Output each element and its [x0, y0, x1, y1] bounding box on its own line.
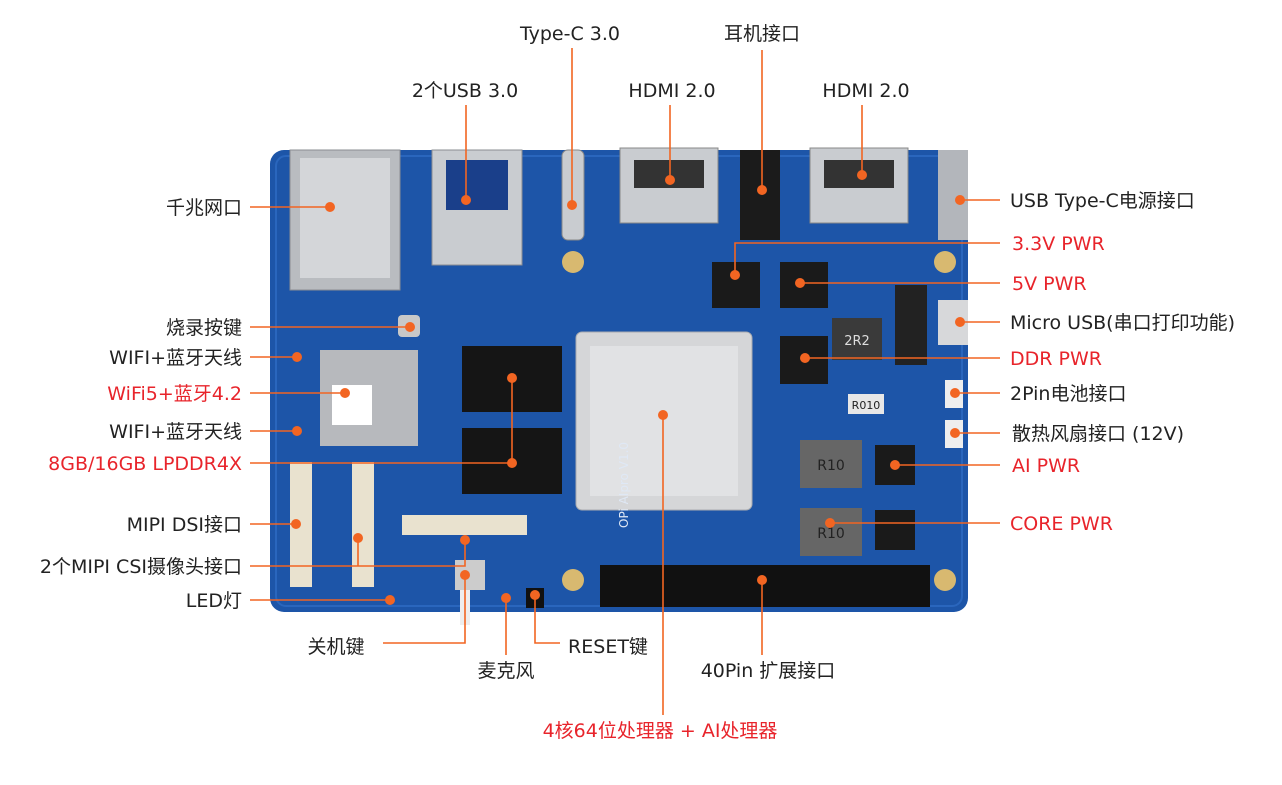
- label-antenna-1: WIFI+蓝牙天线: [109, 347, 242, 369]
- label-fan: 散热风扇接口 (12V): [1012, 423, 1184, 445]
- label-mipi-csi: 2个MIPI CSI摄像头接口: [40, 556, 242, 578]
- label-hdmi-2: HDMI 2.0: [822, 80, 909, 102]
- label-wifi-bt: WiFi5+蓝牙4.2: [107, 383, 242, 405]
- label-hdmi-1: HDMI 2.0: [628, 80, 715, 102]
- labels-left: 千兆网口 烧录按键 WIFI+蓝牙天线 WiFi5+蓝牙4.2 WIFI+蓝牙天…: [40, 197, 242, 612]
- inductor-label: R10: [817, 526, 845, 542]
- gpio-40pin-header: [600, 565, 930, 607]
- board-name-silkscreen: OPi AIpro V1.0: [617, 442, 631, 528]
- labels-bottom: 关机键 麦克风 RESET键 40Pin 扩展接口 4核64位处理器 + AI处…: [307, 636, 835, 742]
- mipi-dsi-connector: [290, 462, 312, 587]
- label-gpio40: 40Pin 扩展接口: [701, 660, 836, 682]
- label-ethernet: 千兆网口: [166, 197, 242, 219]
- label-lpddr: 8GB/16GB LPDDR4X: [48, 453, 242, 475]
- label-power-key: 关机键: [307, 636, 364, 658]
- type-c-port: [561, 149, 585, 241]
- label-usb-c-power: USB Type-C电源接口: [1010, 190, 1195, 212]
- label-led: LED灯: [186, 590, 242, 612]
- inductor-label: 2R2: [844, 334, 870, 349]
- mipi-csi-connector-2: [402, 515, 527, 535]
- label-reset: RESET键: [568, 636, 648, 658]
- label-ai-pwr: AI PWR: [1012, 455, 1080, 477]
- label-antenna-2: WIFI+蓝牙天线: [109, 421, 242, 443]
- label-type-c-30: Type-C 3.0: [519, 23, 620, 45]
- label-burn-key: 烧录按键: [166, 317, 242, 339]
- label-ddr-pwr: DDR PWR: [1010, 348, 1102, 370]
- label-headphone: 耳机接口: [724, 23, 800, 45]
- labels-right: USB Type-C电源接口 3.3V PWR 5V PWR Micro USB…: [1010, 190, 1235, 535]
- leader-lines: [250, 48, 1000, 715]
- usb-c-power-port: [938, 150, 968, 240]
- mipi-csi-connector-1: [352, 462, 374, 587]
- resistor-label: R010: [852, 399, 881, 412]
- label-usb30: 2个USB 3.0: [412, 80, 518, 102]
- label-mipi-dsi: MIPI DSI接口: [127, 514, 242, 536]
- label-pwr-33: 3.3V PWR: [1012, 233, 1105, 255]
- label-battery: 2Pin电池接口: [1010, 383, 1126, 405]
- label-cpu: 4核64位处理器 + AI处理器: [543, 720, 778, 742]
- labels-top: Type-C 3.0 耳机接口 2个USB 3.0 HDMI 2.0 HDMI …: [412, 23, 910, 102]
- label-micro-usb: Micro USB(串口打印功能): [1010, 312, 1235, 334]
- label-core-pwr: CORE PWR: [1010, 513, 1113, 535]
- label-mic: 麦克风: [477, 660, 534, 682]
- board: 2R2 R010 R10 R10 OPi AIpro V1.0: [270, 147, 968, 625]
- inductor-label: R10: [817, 458, 845, 474]
- headphone-jack: [740, 150, 780, 240]
- label-pwr-5: 5V PWR: [1012, 273, 1087, 295]
